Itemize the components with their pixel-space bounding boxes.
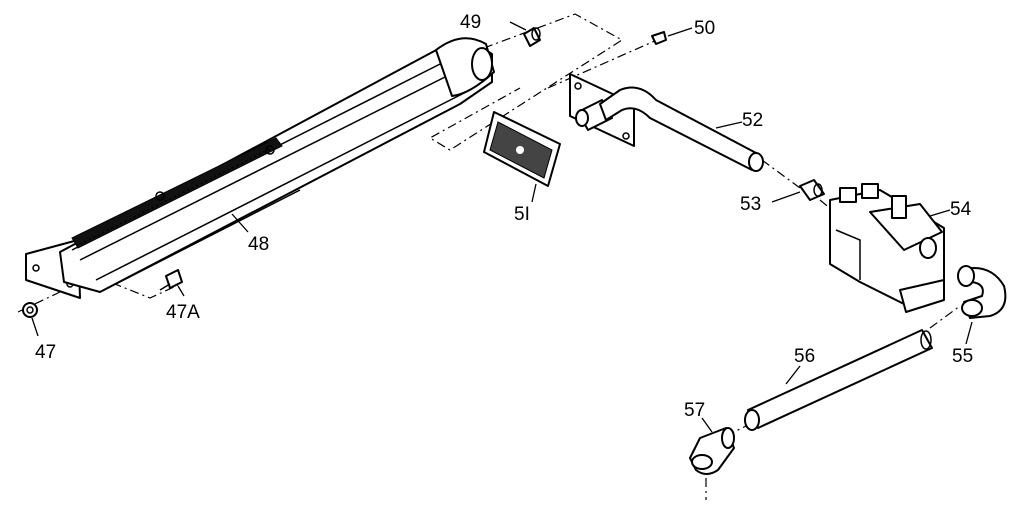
label-53: 53 [740, 194, 761, 215]
part-labels: 47 47A 48 49 50 5I 52 53 54 55 56 57 [35, 12, 973, 421]
label-56: 56 [794, 346, 815, 367]
label-49: 49 [460, 12, 481, 33]
screw-part-47a [159, 269, 183, 291]
label-50: 50 [694, 18, 715, 39]
label-55: 55 [952, 346, 973, 367]
label-52: 52 [742, 110, 763, 131]
label-54: 54 [950, 199, 972, 220]
elbow-part-55 [957, 265, 1007, 319]
gas-valve-part-54 [829, 183, 945, 313]
fitting-part-53 [799, 179, 825, 201]
label-47: 47 [35, 342, 56, 363]
plate-part-51 [483, 111, 561, 187]
label-57: 57 [684, 400, 705, 421]
elbow-part-57 [689, 427, 735, 475]
orifice-part-49 [523, 27, 541, 47]
nut-part-47 [22, 302, 38, 318]
label-51: 5I [514, 204, 530, 225]
screw-part-50 [651, 31, 667, 45]
leader-lines [31, 21, 973, 433]
manifold-pipe-part-52 [569, 73, 764, 172]
burner-tube-part-48 [25, 37, 495, 299]
label-48: 48 [248, 234, 269, 255]
pipe-part-56 [744, 329, 933, 431]
label-47a: 47A [166, 302, 200, 323]
